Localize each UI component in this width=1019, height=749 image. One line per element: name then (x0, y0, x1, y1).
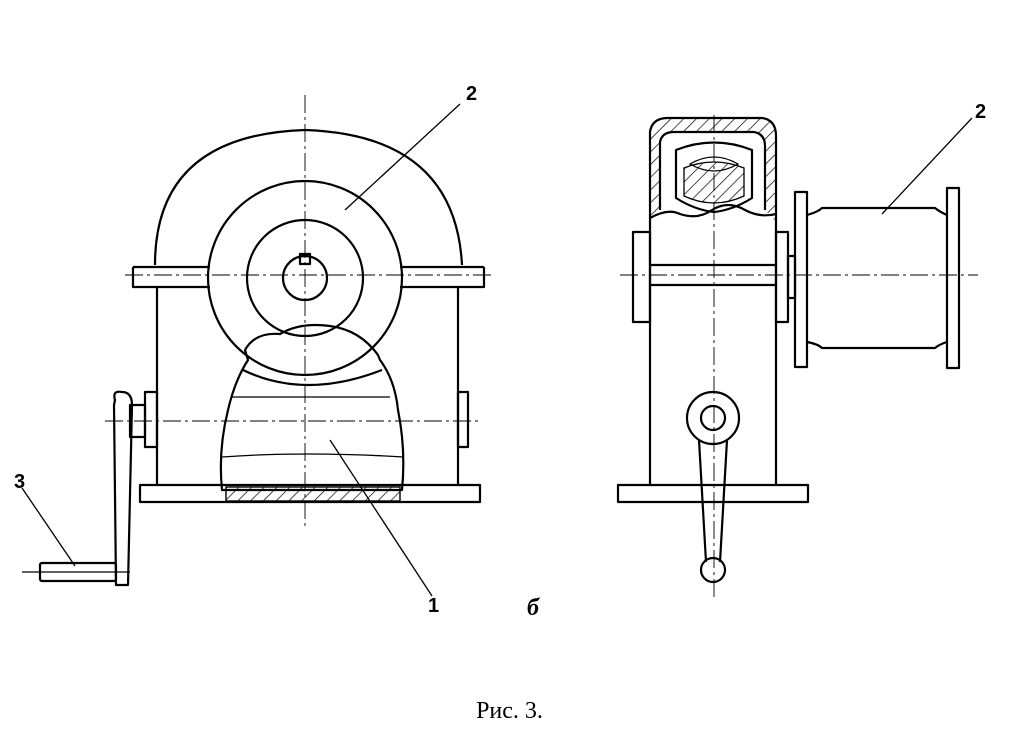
side-view: 2 (616, 101, 986, 598)
crank-shaft-stub (128, 403, 147, 439)
side-flange (650, 263, 776, 287)
side-right-bearing (774, 230, 790, 324)
figure-caption: Рис. 3. (476, 698, 543, 724)
gear-hub-circle (245, 218, 365, 338)
crank-end-pin (699, 556, 727, 584)
casing-dome (153, 128, 464, 266)
leader-housing (329, 439, 433, 597)
drum-barrel (806, 206, 948, 350)
gear-arc-in-cut (242, 368, 383, 387)
view-letter: б (527, 595, 540, 621)
right-bearing-cover (456, 390, 470, 449)
casing-flange (131, 265, 486, 289)
front-view: 2 1 3 (14, 83, 495, 617)
drum-inner-flange (793, 190, 809, 369)
shaft-bore-circle (281, 254, 329, 302)
crank-boss-inner (699, 404, 727, 432)
crank-arm (112, 390, 134, 587)
label-front-shaft: 2 (466, 83, 477, 105)
worm-lower-line (221, 453, 405, 458)
label-handle: 3 (14, 471, 25, 493)
shaft-key (298, 252, 312, 266)
winch-drawing: 2 1 3 2 б (14, 83, 986, 621)
gear-outer-circle (206, 179, 404, 377)
leader-side-drum (881, 117, 973, 215)
drum-shaft (786, 254, 797, 300)
leader-front-shaft (344, 103, 461, 211)
side-left-bearing (631, 230, 652, 324)
label-side-drum: 2 (975, 101, 986, 123)
crank-arm-side (697, 439, 729, 563)
base-section-hatch (225, 486, 401, 502)
side-base-plate (616, 483, 810, 504)
cutaway-outline (219, 323, 405, 492)
side-break-line (649, 203, 777, 219)
side-housing (648, 222, 778, 485)
gear-section-hatch (683, 161, 745, 204)
cover-wall-hatch (650, 118, 776, 222)
label-housing: 1 (428, 595, 439, 617)
leader-handle (21, 487, 76, 567)
drum-outer-flange (945, 186, 961, 370)
crank-bearing-cover (143, 390, 159, 449)
gear-groove (688, 156, 740, 172)
crank-boss-outer (685, 390, 741, 446)
front-base-plate (138, 483, 482, 504)
housing-walls (155, 287, 460, 485)
